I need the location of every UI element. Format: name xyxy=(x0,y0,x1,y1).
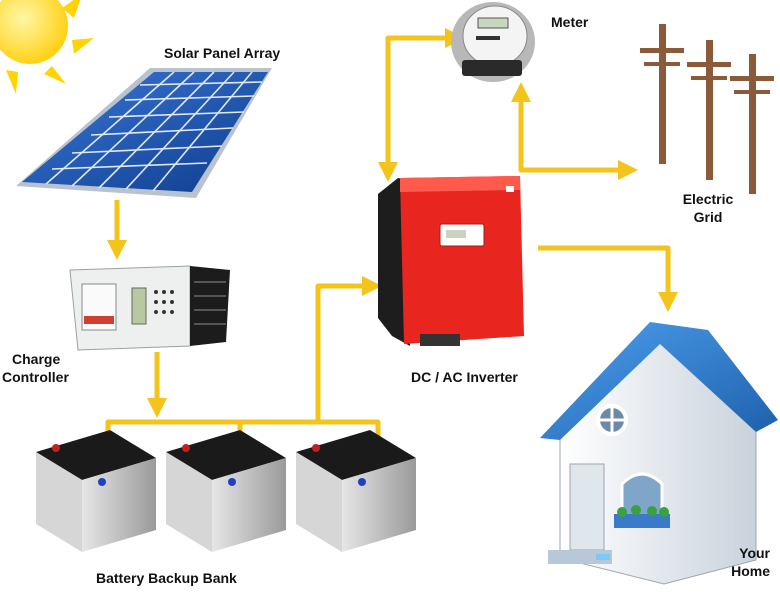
battery-icon xyxy=(36,430,156,552)
charge-controller-label-line1: Charge xyxy=(12,351,61,367)
charge-controller-label-line2: Controller xyxy=(2,369,69,385)
electric-grid-label-line1: Electric xyxy=(682,191,734,207)
house-icon xyxy=(540,322,778,585)
utility-pole-icon xyxy=(640,24,774,194)
solar-panel-icon xyxy=(16,68,272,198)
charge-controller-icon xyxy=(69,265,230,351)
connector-meter-to-grid xyxy=(518,88,638,180)
connector-inverter-to-home xyxy=(538,245,678,312)
your-home-label-line1: Your xyxy=(739,545,770,561)
electric-grid-label-line2: Grid xyxy=(693,209,723,225)
battery-backup-bank-label: Battery Backup Bank xyxy=(96,570,237,586)
dc-ac-inverter-label: DC / AC Inverter xyxy=(411,369,518,385)
solar-panel-array-label: Solar Panel Array xyxy=(164,45,281,61)
meter-icon xyxy=(451,2,535,82)
battery-icon xyxy=(296,430,416,552)
sun-icon xyxy=(0,0,94,94)
connector-inverter-to-meter xyxy=(385,28,465,172)
meter-label: Meter xyxy=(551,14,589,30)
battery-icon xyxy=(166,430,286,552)
inverter-icon xyxy=(378,176,524,346)
your-home-label-line2: Home xyxy=(731,563,770,579)
